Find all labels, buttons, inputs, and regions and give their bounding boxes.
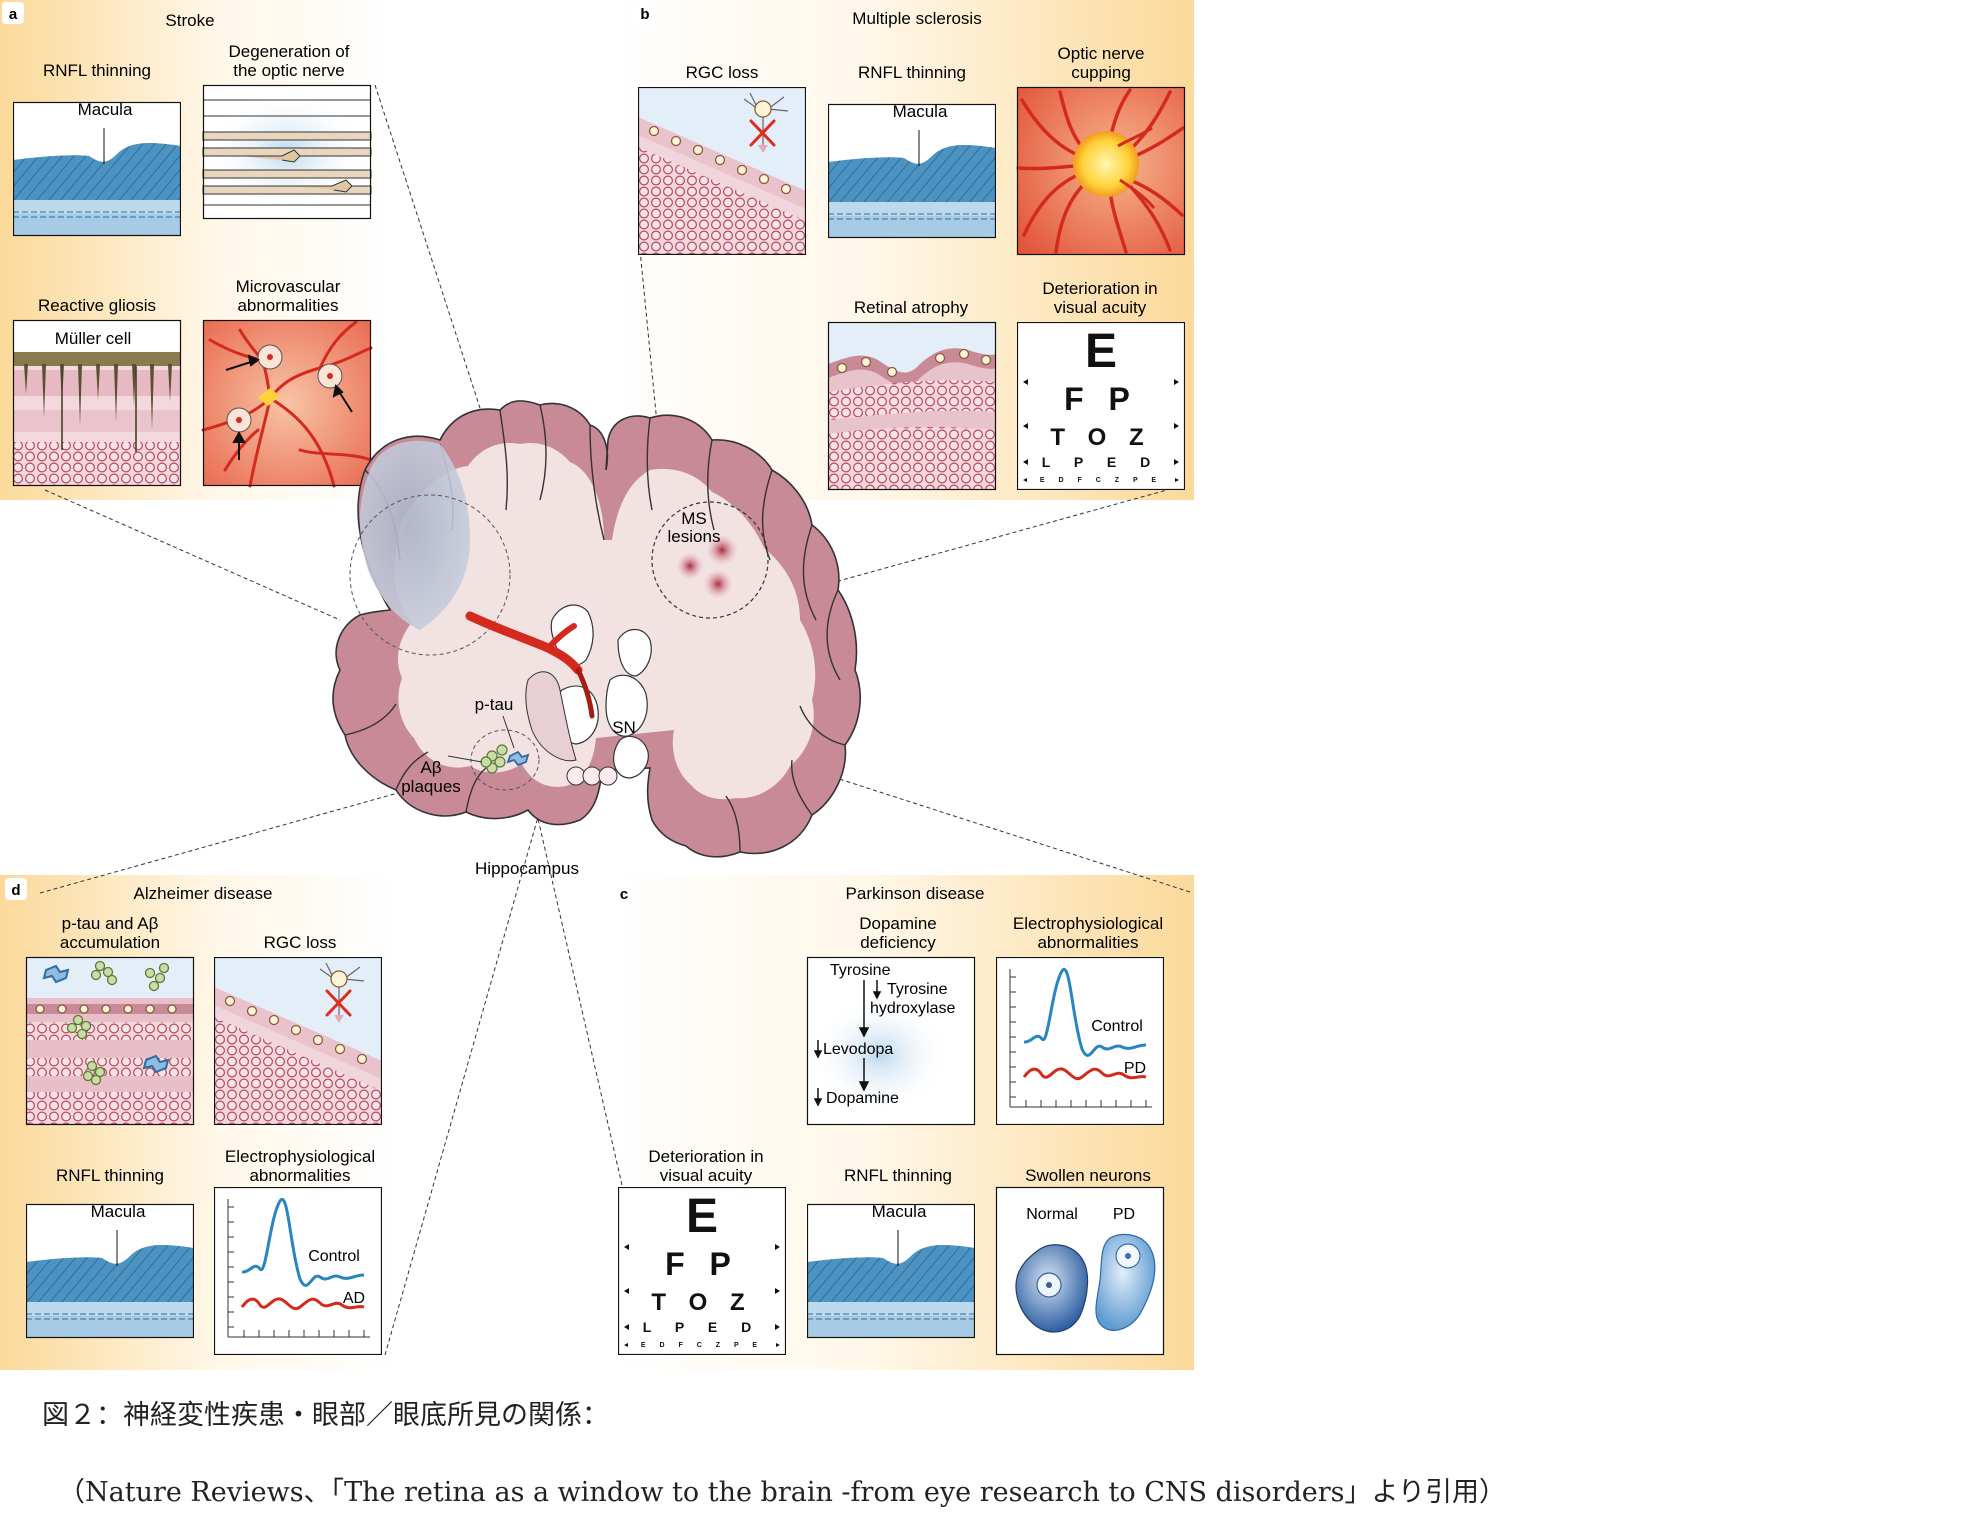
panel-b-letter-badge: b xyxy=(634,2,656,24)
c-chart-row-5: E D F C Z P E xyxy=(641,1342,763,1349)
c-pd-neuron-label: PD xyxy=(1113,1206,1135,1223)
c-control-trace-label: Control xyxy=(1091,1018,1143,1035)
panel-title-multiple-sclerosis: Multiple sclerosis xyxy=(852,9,981,28)
a-muller-cell-label: Müller cell xyxy=(55,329,132,348)
panel-title-parkinson: Parkinson disease xyxy=(846,884,985,903)
d-electro-label-1: Electrophysiological xyxy=(225,1147,375,1166)
b-cupping-label-1: Optic nerve xyxy=(1058,44,1145,63)
b-optic-nerve-cupping-tile xyxy=(1016,86,1186,256)
c-electro-tile xyxy=(996,957,1164,1125)
c-rnfl-label: RNFL thinning xyxy=(844,1166,952,1185)
d-accumulation-label-2: accumulation xyxy=(60,933,160,952)
a-rnfl-macula-label: Macula xyxy=(78,100,133,119)
panel-a-letter-badge: a xyxy=(2,2,24,24)
b-rnfl-tile xyxy=(828,103,996,239)
d-electro-tile xyxy=(214,1187,382,1355)
panel-title-stroke: Stroke xyxy=(165,11,214,30)
c-dopamine-label: Dopamine xyxy=(826,1090,899,1107)
c-acuity-label-1: Deterioration in xyxy=(648,1147,763,1166)
d-rnfl-label: RNFL thinning xyxy=(56,1166,164,1185)
d-rnfl-tile xyxy=(26,1203,194,1339)
b-acuity-label-2: visual acuity xyxy=(1054,298,1147,317)
brain-coronal-section xyxy=(332,400,861,858)
b-chart-row-4: L P E D xyxy=(1042,454,1161,470)
b-chart-row-5: E D F C Z P E xyxy=(1040,477,1162,484)
panel-title-alzheimer: Alzheimer disease xyxy=(134,884,273,903)
b-chart-row-1: E xyxy=(1085,325,1117,378)
c-dopamine-label-2: deficiency xyxy=(860,933,936,952)
a-microvascular-label-1: Microvascular xyxy=(236,277,341,296)
c-rnfl-macula-label: Macula xyxy=(872,1202,927,1221)
b-acuity-label-1: Deterioration in xyxy=(1042,279,1157,298)
c-acuity-label-2: visual acuity xyxy=(660,1166,753,1185)
d-electro-label-2: abnormalities xyxy=(249,1166,350,1185)
hippocampus-label: Hippocampus xyxy=(475,859,579,878)
c-levodopa-label: Levodopa xyxy=(823,1041,893,1058)
abeta-plaques-label-2: plaques xyxy=(401,777,461,796)
figure-diagram: a Stroke b Multiple sclerosis d Alzheime… xyxy=(0,0,1194,1370)
d-accumulation-label-1: p-tau and Aβ xyxy=(62,914,159,933)
ptau-label: p-tau xyxy=(475,695,514,714)
a-rnfl-label: RNFL thinning xyxy=(43,61,151,80)
c-enzyme-label-2: hydroxylase xyxy=(870,1000,955,1017)
b-cupping-label-2: cupping xyxy=(1071,63,1131,82)
b-rgc-label: RGC loss xyxy=(686,63,759,82)
abeta-plaques-label-1: Aβ xyxy=(420,758,441,777)
b-rgc-loss-tile xyxy=(638,87,806,255)
a-microvascular-tile xyxy=(201,319,373,488)
c-tyrosine-label: Tyrosine xyxy=(830,962,891,979)
b-chart-row-3: T O Z xyxy=(1050,424,1151,451)
tile-labels: RNFL thinning Degeneration of the optic … xyxy=(38,42,1163,1185)
c-dopamine-label-1: Dopamine xyxy=(859,914,937,933)
a-reactive-gliosis-tile xyxy=(12,319,182,487)
c-dopamine-pathway-text: Tyrosine Tyrosine hydroxylase Levodopa D… xyxy=(823,962,955,1107)
brain-labels: MS lesions p-tau Aβ plaques SN Hippocamp… xyxy=(401,509,720,878)
a-optic-nerve-degeneration-tile xyxy=(202,84,372,220)
d-rnfl-macula-label: Macula xyxy=(91,1202,146,1221)
a-gliosis-label: Reactive gliosis xyxy=(38,296,156,315)
b-retinal-atrophy-tile xyxy=(827,321,997,491)
b-eye-chart-letters: E F P T O Z L P E D E D F C Z P E xyxy=(1040,325,1162,484)
c-chart-row-1: E xyxy=(686,1190,718,1243)
c-chart-row-4: L P E D xyxy=(643,1319,762,1335)
figure-caption-title: 図２：神経変性疾患・眼部／眼底所見の関係： xyxy=(42,1400,609,1431)
b-atrophy-label: Retinal atrophy xyxy=(854,298,969,317)
ms-lesions-label-1: MS xyxy=(681,509,707,528)
c-swollen-neurons-tile xyxy=(995,1186,1165,1356)
c-normal-neuron-label: Normal xyxy=(1026,1206,1078,1223)
sn-label: SN xyxy=(612,718,636,737)
c-chart-row-3: T O Z xyxy=(651,1289,752,1316)
panel-letter-c: c xyxy=(620,886,628,903)
c-chart-row-2: F P xyxy=(665,1246,739,1282)
b-rnfl-label: RNFL thinning xyxy=(858,63,966,82)
c-eye-chart-letters: E F P T O Z L P E D E D F C Z P E xyxy=(641,1190,763,1349)
c-dopamine-tile xyxy=(806,956,976,1126)
a-degeneration-label-2: the optic nerve xyxy=(233,61,345,80)
d-ad-trace-label: AD xyxy=(343,1290,365,1307)
d-rgc-label: RGC loss xyxy=(264,933,337,952)
d-accumulation-tile xyxy=(25,956,195,1126)
c-enzyme-label-1: Tyrosine xyxy=(887,981,948,998)
panel-c-letter-badge: c xyxy=(613,882,635,904)
a-microvascular-label-2: abnormalities xyxy=(237,296,338,315)
c-pd-trace-label: PD xyxy=(1124,1060,1146,1077)
panel-letter-d: d xyxy=(11,882,20,899)
panel-letter-a: a xyxy=(9,6,18,23)
b-rnfl-macula-label: Macula xyxy=(893,102,948,121)
c-electro-label-1: Electrophysiological xyxy=(1013,914,1163,933)
c-rnfl-tile xyxy=(807,1203,975,1339)
c-swollen-label: Swollen neurons xyxy=(1025,1166,1151,1185)
figure-caption-source: （Nature Reviews、「The retina as a window … xyxy=(58,1477,1506,1508)
ms-lesions-label-2: lesions xyxy=(668,527,721,546)
b-chart-row-2: F P xyxy=(1064,381,1138,417)
c-electro-label-2: abnormalities xyxy=(1037,933,1138,952)
d-rgc-loss-tile xyxy=(214,957,382,1125)
a-rnfl-tile xyxy=(13,101,181,237)
panel-letter-b: b xyxy=(640,6,649,23)
panel-d-letter-badge: d xyxy=(5,878,27,900)
d-control-trace-label: Control xyxy=(308,1248,360,1265)
a-degeneration-label-1: Degeneration of xyxy=(229,42,350,61)
